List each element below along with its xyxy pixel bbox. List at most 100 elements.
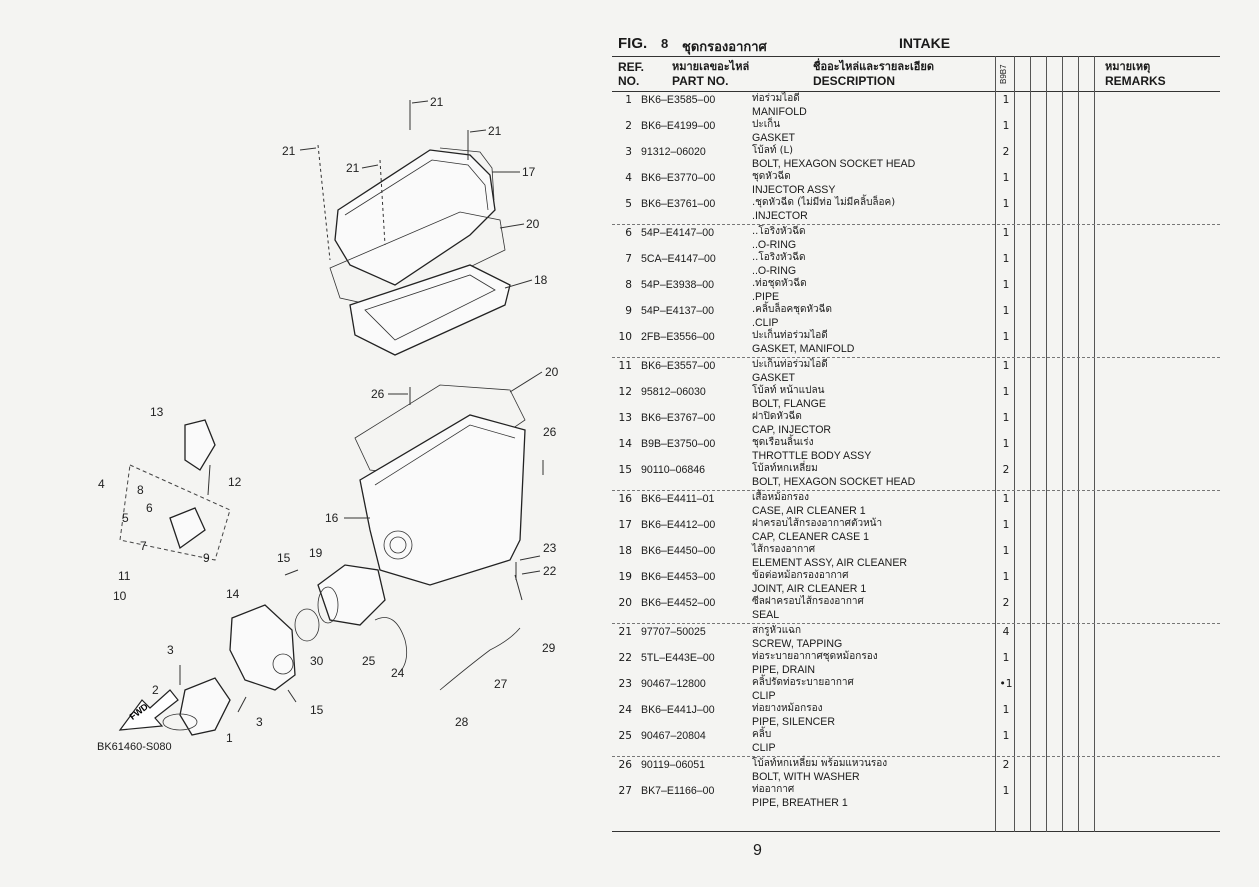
quantity-cell: 1 (1002, 545, 1010, 557)
quantity-cell: 1 (1002, 94, 1010, 106)
callout-label: 12 (228, 475, 242, 489)
description-cell: ..O-RING (752, 239, 797, 251)
part-number-cell: BK6–E4199–00 (641, 120, 716, 132)
intake-diagram-svg: 21 21 21 21 17 20 18 20 26 26 16 13 12 4… (98, 95, 559, 745)
callout-label: 30 (310, 654, 324, 668)
description-cell: .INJECTOR (752, 210, 808, 222)
callout-label: 3 (167, 643, 174, 657)
callout-label: 25 (362, 654, 376, 668)
ref-cell: 7 (625, 253, 632, 265)
air-cleaner-joint-drawing (317, 564, 386, 626)
callout-label: 26 (543, 425, 557, 439)
description-cell: BOLT, WITH WASHER (752, 771, 860, 783)
description-cell: SEAL (752, 609, 780, 621)
description-header: ชื่ออะไหล่และรายละเอียด DESCRIPTION (813, 60, 934, 88)
ref-cell: 3 (625, 146, 632, 158)
description-cell: GASKET (752, 372, 795, 384)
ref-cell: 4 (625, 172, 632, 184)
part-number-cell: 5CA–E4147–00 (641, 253, 716, 265)
callout-label: 6 (146, 501, 153, 515)
description-thai-cell: .คลิ้บล็อคชุดหัวฉีด (752, 304, 832, 315)
description-thai-cell: ข้อต่อหม้อกรองอากาศ (752, 570, 849, 581)
ref-cell: 21 (618, 626, 632, 638)
quantity-cell: 1 (1002, 493, 1010, 505)
description-cell: .CLIP (752, 317, 779, 329)
description-cell: CLIP (752, 742, 776, 754)
callout-label: 5 (122, 511, 129, 525)
group-separator (612, 224, 1220, 225)
group-separator (612, 756, 1220, 757)
callout-label: 1 (226, 731, 233, 745)
ref-cell: 23 (618, 678, 632, 690)
cleaner-cap-drawing (334, 149, 496, 286)
ref-cell: 13 (618, 412, 632, 424)
description-thai-cell: โบ้ลท์ (L) (752, 145, 793, 156)
quantity-cell: 1 (1002, 412, 1010, 424)
part-number-cell: 54P–E3938–00 (641, 279, 715, 291)
quantity-cell: 1 (1002, 652, 1010, 664)
air-cleaner-case-drawing (359, 414, 526, 586)
lower-seal-drawing (354, 384, 526, 479)
ref-cell: 20 (618, 597, 632, 609)
part-number-cell: BK6–E3770–00 (641, 172, 716, 184)
description-cell: BOLT, HEXAGON SOCKET HEAD (752, 476, 916, 488)
callout-label: 21 (488, 124, 502, 138)
callout-label: 22 (543, 564, 557, 578)
filter-element-drawing (349, 264, 511, 356)
quantity-cell: 1 (1002, 785, 1010, 797)
quantity-cell: 1 (1002, 120, 1010, 132)
quantity-cell: 1 (1002, 571, 1010, 583)
callout-label: 27 (494, 677, 508, 691)
callout-label: 9 (203, 551, 210, 565)
quantity-cell: 2 (1002, 464, 1010, 476)
ref-cell: 6 (625, 227, 632, 239)
callout-label: 10 (113, 589, 127, 603)
description-cell: PIPE, SILENCER (752, 716, 836, 728)
description-thai-cell: ..โอริงหัวฉีด (752, 226, 806, 237)
callout-label: 2 (152, 683, 159, 697)
part-number-cell: BK6–E4412–00 (641, 519, 716, 531)
quantity-cell: 1 (1002, 279, 1010, 291)
quantity-cell: 2 (1002, 146, 1010, 158)
callout-labels: 21 21 21 21 17 20 18 20 26 26 16 13 12 4… (98, 95, 559, 745)
description-thai-cell: ปะเก็นท่อร่วมไอดี (752, 330, 828, 341)
description-thai-cell: .ท่อชุดหัวฉีด (752, 278, 807, 289)
callout-label: 17 (522, 165, 536, 179)
description-cell: ..O-RING (752, 265, 797, 277)
callout-label: 4 (98, 477, 105, 491)
description-cell: PIPE, DRAIN (752, 664, 815, 676)
description-cell: BOLT, FLANGE (752, 398, 826, 410)
description-cell: SCREW, TAPPING (752, 638, 843, 650)
callout-label: 21 (282, 144, 296, 158)
callout-label: 18 (534, 273, 548, 287)
page-number: 9 (753, 842, 762, 859)
ref-cell: 5 (625, 198, 632, 210)
description-thai-cell: ท่อระบายอากาศชุดหม้อกรอง (752, 651, 878, 662)
description-cell: .PIPE (752, 291, 780, 303)
callout-label: 29 (542, 641, 556, 655)
part-number-cell: BK6–E4450–00 (641, 545, 716, 557)
callout-label: 15 (310, 703, 324, 717)
part-number-cell: BK6–E3767–00 (641, 412, 716, 424)
callout-label: 3 (256, 715, 263, 729)
description-cell: JOINT, AIR CLEANER 1 (752, 583, 867, 595)
ref-cell: 9 (625, 305, 632, 317)
ref-cell: 26 (618, 759, 632, 771)
ref-cell: 17 (618, 519, 632, 531)
ref-cell: 25 (618, 730, 632, 742)
